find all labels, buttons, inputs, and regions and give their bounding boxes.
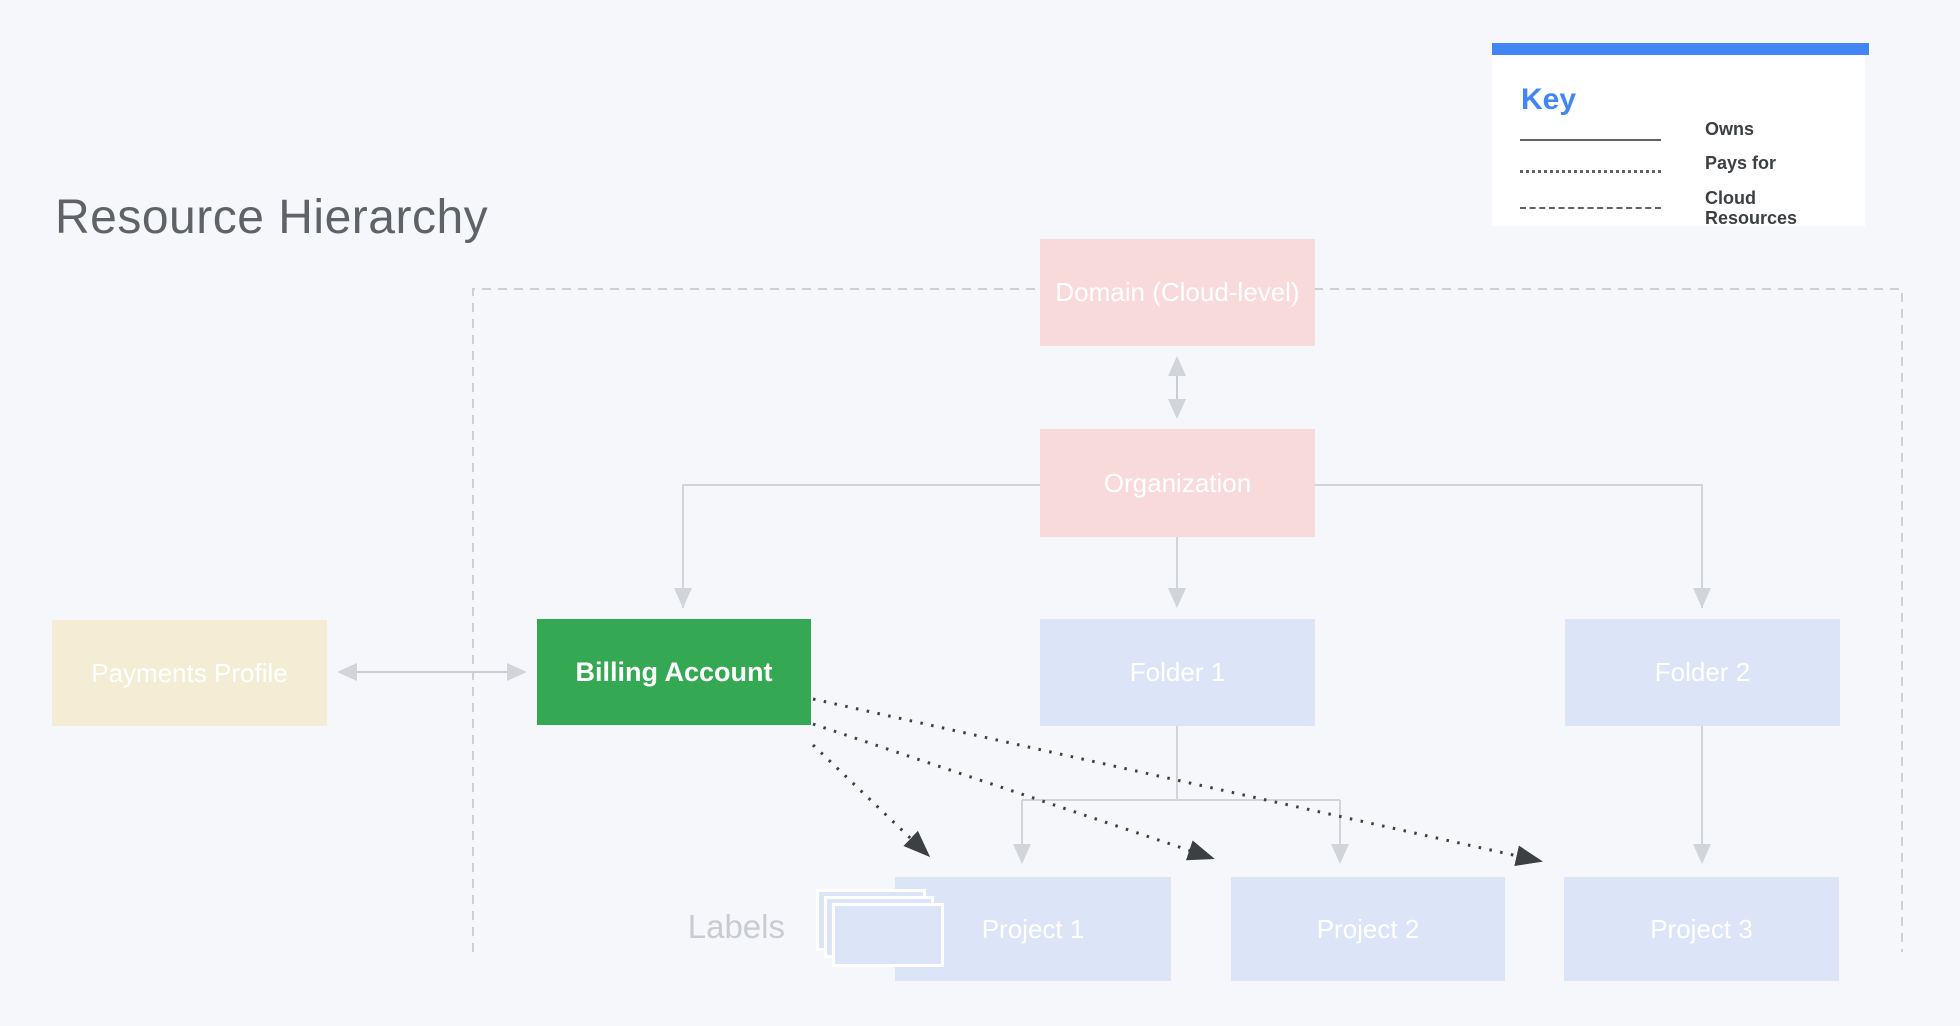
project3-node: Project 3 bbox=[1564, 877, 1839, 981]
project1-label: Project 1 bbox=[981, 913, 1085, 944]
page-title: Resource Hierarchy bbox=[55, 191, 489, 244]
domain-node: Domain (Cloud-level) bbox=[1040, 239, 1315, 346]
folder1-label: Folder 1 bbox=[1129, 657, 1226, 687]
organization-label: Organization bbox=[1103, 467, 1252, 498]
folder1-branch-line bbox=[1022, 726, 1340, 801]
key-entry-pays-for: Pays for bbox=[1705, 153, 1777, 173]
key-legend: Key Owns Pays for Cloud Resources bbox=[1492, 43, 1869, 228]
payments-profile-label: Payments Profile bbox=[91, 657, 288, 688]
key-accent-bar bbox=[1492, 43, 1869, 55]
key-entry-cloud-resources: Cloud Resources bbox=[1705, 188, 1798, 228]
project2-label: Project 2 bbox=[1316, 913, 1420, 944]
folder1-node: Folder 1 bbox=[1040, 619, 1315, 726]
billing-account-node: Billing Account bbox=[537, 619, 811, 725]
key-body: Key Owns Pays for Cloud Resources bbox=[1492, 55, 1865, 228]
labels-cards-icon bbox=[816, 889, 948, 969]
labels-caption: Labels bbox=[687, 908, 785, 945]
project2-node: Project 2 bbox=[1231, 877, 1505, 981]
payments-profile-node: Payments Profile bbox=[52, 620, 327, 726]
billing-account-label: Billing Account bbox=[575, 656, 773, 687]
project3-label: Project 3 bbox=[1650, 913, 1753, 944]
folder2-label: Folder 2 bbox=[1654, 657, 1751, 687]
key-title: Key bbox=[1521, 83, 1577, 116]
key-entry-owns: Owns bbox=[1705, 119, 1755, 139]
folder2-node: Folder 2 bbox=[1565, 619, 1840, 726]
cloud-resources-line-sample bbox=[1520, 207, 1661, 209]
domain-label: Domain (Cloud-level) bbox=[1055, 277, 1300, 307]
pays-for-line-sample bbox=[1520, 170, 1661, 173]
label-card-front bbox=[832, 903, 944, 967]
organization-node: Organization bbox=[1040, 429, 1315, 537]
owns-line-sample bbox=[1520, 139, 1661, 141]
